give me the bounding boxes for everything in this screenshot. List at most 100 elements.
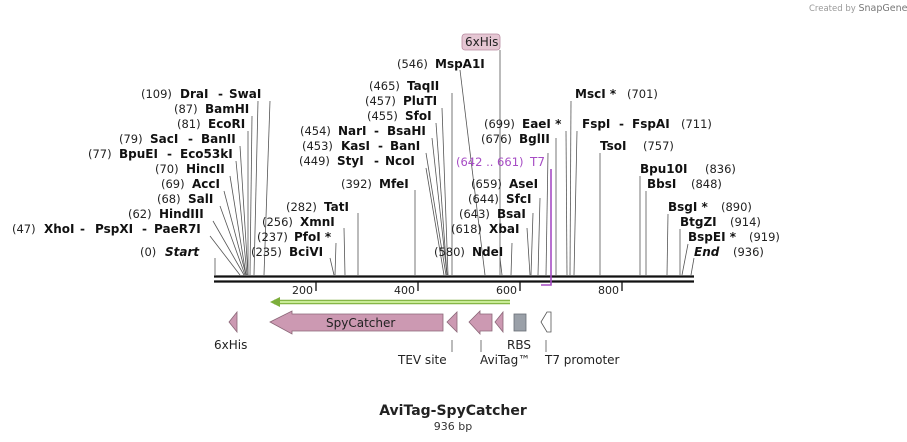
svg-text:Bpu10I: Bpu10I [640, 162, 687, 176]
site-label-end[interactable]: End (936) [694, 245, 764, 259]
site-label-asei[interactable]: (659) AseI [471, 177, 538, 191]
svg-text:(457): (457) [365, 94, 396, 108]
svg-text:(453): (453) [302, 139, 333, 153]
feature-6xhis[interactable]: 6xHis [214, 310, 247, 352]
svg-text:(757): (757) [643, 139, 674, 153]
site-label-xmni[interactable]: (256) XmnI [262, 215, 335, 229]
site-label-kasi[interactable]: (453) KasI - BanI [302, 139, 420, 153]
site-label-bsai[interactable]: (643) BsaI [459, 207, 526, 221]
site-label-tsoi[interactable]: TsoI (757) [600, 139, 674, 153]
site-label-bspei[interactable]: BspEI * (919) [688, 230, 780, 244]
svg-text:(256): (256) [262, 215, 293, 229]
svg-text:SwaI: SwaI [229, 87, 261, 101]
svg-text:MfeI: MfeI [379, 177, 409, 191]
feature-rbs[interactable]: RBS [507, 313, 531, 352]
svg-text:SfoI: SfoI [405, 109, 432, 123]
site-label-bpuei[interactable]: (77) BpuEI - Eco53kI [88, 147, 233, 161]
svg-text:(919): (919) [749, 230, 780, 244]
svg-text:DraI: DraI [180, 87, 208, 101]
site-label-xhoi[interactable]: (47) XhoI - PspXI - PaeR7I [12, 222, 201, 236]
site-label-bglii[interactable]: (676) BglII [481, 132, 550, 146]
site-label-mfei[interactable]: (392) MfeI [341, 177, 409, 191]
site-label-saci[interactable]: (79) SacI - BanII [119, 132, 236, 146]
svg-text:(890): (890) [721, 200, 752, 214]
svg-text:HindIII: HindIII [159, 207, 204, 221]
svg-text:(701): (701) [627, 87, 658, 101]
svg-text:(836): (836) [705, 162, 736, 176]
feature-spycatcher[interactable]: SpyCatcher [269, 310, 444, 335]
svg-text:KasI: KasI [341, 139, 370, 153]
svg-text:(69): (69) [161, 177, 185, 191]
svg-text:TatI: TatI [324, 200, 349, 214]
site-label-msci[interactable]: MscI * (701) [575, 87, 658, 101]
site-label-sali[interactable]: (68) SalI [157, 192, 213, 206]
svg-text:(235): (235) [251, 245, 282, 259]
site-label-acci[interactable]: (69) AccI [161, 177, 220, 191]
primer-t7[interactable]: (642 .. 661) T7 [456, 155, 552, 286]
svg-text:(70): (70) [155, 162, 179, 176]
svg-text:-: - [188, 132, 193, 146]
svg-text:(68): (68) [157, 192, 181, 206]
svg-text:EcoRI: EcoRI [208, 117, 245, 131]
svg-text:-: - [374, 124, 379, 138]
site-label-btgzi[interactable]: BtgZI (914) [680, 215, 761, 229]
feature-label: T7 promoter [544, 353, 620, 367]
svg-text:TaqII: TaqII [407, 79, 439, 93]
site-label-fspi[interactable]: FspI - FspAI (711) [582, 117, 712, 131]
site-label-bbsi[interactable]: BbsI (848) [647, 177, 722, 191]
site-label-mspa1i[interactable]: (546) MspA1I [397, 57, 485, 71]
map-length: 936 bp [434, 420, 472, 433]
svg-text:(449): (449) [299, 154, 330, 168]
svg-text:(643): (643) [459, 207, 490, 221]
svg-text:Eco53kI: Eco53kI [180, 147, 233, 161]
svg-text:(81): (81) [177, 117, 201, 131]
orf-arrow[interactable] [270, 297, 510, 307]
svg-text:(392): (392) [341, 177, 372, 191]
svg-text:BanI: BanI [390, 139, 420, 153]
dna-backbone [214, 275, 694, 283]
svg-text:XhoI: XhoI [44, 222, 75, 236]
feature-label: 6xHis [214, 338, 247, 352]
svg-text:PfoI *: PfoI * [294, 230, 332, 244]
feature-label: AviTag™ [480, 353, 530, 367]
site-label-sfoi[interactable]: (455) SfoI [367, 109, 432, 123]
svg-text:PluTI: PluTI [403, 94, 437, 108]
site-label-pluti[interactable]: (457) PluTI [365, 94, 437, 108]
svg-text:(711): (711) [681, 117, 712, 131]
site-label-pfoi[interactable]: (237) PfoI * [257, 230, 332, 244]
site-label-bamhi[interactable]: (87) BamHI [174, 102, 249, 116]
svg-text:FspAI: FspAI [632, 117, 670, 131]
svg-text:Start: Start [165, 245, 200, 259]
site-label-ecori[interactable]: (81) EcoRI [177, 117, 245, 131]
site-label-drai[interactable]: (109) DraI - SwaI [141, 87, 261, 101]
svg-text:BsgI *: BsgI * [668, 200, 709, 214]
axis-tick-label: 400 [394, 284, 415, 297]
site-label-ndei[interactable]: (580) NdeI [434, 245, 503, 259]
feature-avitag[interactable]: AviTag™ [468, 310, 530, 367]
primer-range-label: (642 .. 661) [456, 155, 524, 169]
site-label-tati[interactable]: (282) TatI [286, 200, 349, 214]
svg-text:FspI: FspI [582, 117, 610, 131]
svg-text:-: - [374, 154, 379, 168]
site-label-hindiii[interactable]: (62) HindIII [128, 207, 204, 221]
feature-t7-promoter[interactable]: T7 promoter [540, 311, 620, 367]
site-label-sfci[interactable]: (644) SfcI [468, 192, 531, 206]
his-tag-box[interactable]: 6xHis [461, 33, 501, 51]
svg-text:TsoI: TsoI [600, 139, 626, 153]
site-label-nari[interactable]: (454) NarI - BsaHI [300, 124, 426, 138]
site-label-bcivi[interactable]: (235) BciVI [251, 245, 323, 259]
svg-text:(87): (87) [174, 102, 198, 116]
site-label-eaei[interactable]: (699) EaeI * [484, 117, 562, 131]
svg-text:XbaI: XbaI [489, 222, 519, 236]
primer-name-label: T7 [529, 155, 545, 169]
site-label-start[interactable]: (0) Start [140, 245, 200, 259]
site-label-taqii[interactable]: (465) TaqII [369, 79, 439, 93]
svg-text:SalI: SalI [188, 192, 213, 206]
site-label-bsgi[interactable]: BsgI * (890) [668, 200, 752, 214]
site-label-xbai[interactable]: (618) XbaI [451, 222, 519, 236]
site-label-styi[interactable]: (449) StyI - NcoI [299, 154, 415, 168]
site-label-hincii[interactable]: (70) HincII [155, 162, 225, 176]
site-label-bpu10i[interactable]: Bpu10I (836) [640, 162, 736, 176]
feature-tev-site[interactable]: TEV site [397, 311, 458, 367]
svg-text:BtgZI: BtgZI [680, 215, 717, 229]
